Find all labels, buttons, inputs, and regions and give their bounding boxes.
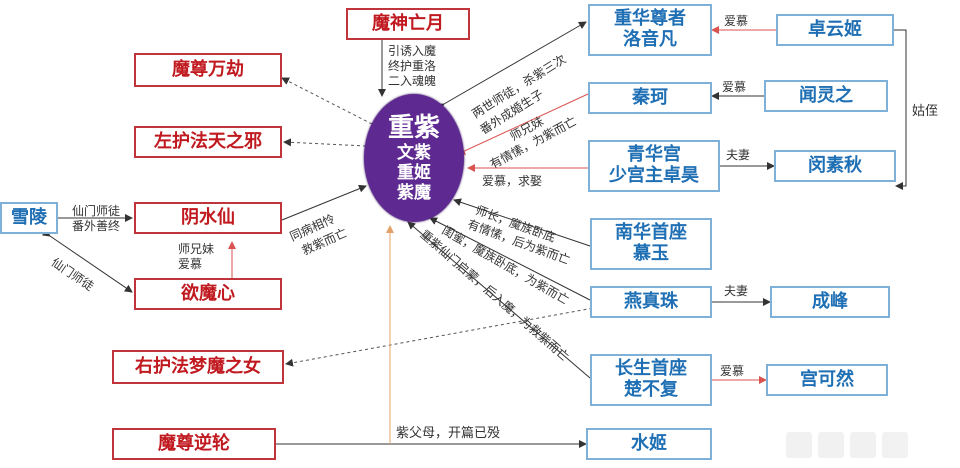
node-qinghua-zhuohao: 青华宫 少宫主卓昊 — [588, 140, 720, 192]
center-alias-2: 重姬 — [397, 163, 431, 183]
label-nilun-shuiji: 紫父母，开篇已殁 — [396, 426, 501, 441]
node-changsheng-chubufu: 长生首座 楚不复 — [590, 354, 712, 406]
label-line: 师兄妹 — [178, 242, 215, 256]
label-xueling-yinshuixian: 仙门师徒 番外善终 — [72, 204, 120, 234]
node-label: 秦珂 — [632, 86, 668, 108]
node-label: 宫可然 — [800, 368, 854, 390]
node-label-line1: 南华首座 — [615, 222, 687, 244]
node-label-line2: 楚不复 — [624, 379, 678, 400]
node-label: 水姬 — [631, 432, 667, 454]
edge-xueling-yumoxin — [41, 228, 133, 293]
edge-yinshuixian-center — [281, 184, 367, 221]
node-label: 燕真珠 — [624, 290, 678, 312]
watermark — [786, 432, 946, 462]
node-xueling: 雪陵 — [0, 202, 58, 234]
edge-nanhua-center — [453, 198, 591, 247]
node-label: 雪陵 — [11, 206, 47, 228]
label-line: 番外善终 — [72, 219, 121, 233]
node-label: 成峰 — [812, 290, 848, 312]
node-label: 右护法梦魔之女 — [135, 355, 261, 377]
edge-changsheng-center — [407, 221, 591, 379]
node-fengsuqiu: 闵素秋 — [774, 150, 896, 182]
node-zhuoyunji: 卓云姬 — [776, 14, 894, 46]
label-moshen-center: 引诱入魔 终护重洛 二入魂魄 — [388, 44, 436, 89]
edge-center-youhufa — [285, 304, 611, 367]
node-gongkeran: 宫可然 — [766, 364, 888, 396]
node-chengfeng: 成峰 — [770, 286, 890, 318]
node-yinshuixian: 阴水仙 — [134, 202, 282, 234]
node-mozun-nilun: 魔尊逆轮 — [112, 428, 276, 460]
label-line: 爱慕 — [178, 257, 203, 271]
node-qinke: 秦珂 — [588, 82, 712, 114]
center-alias-1: 文紫 — [397, 143, 431, 163]
node-moshen-wangyue: 魔神亡月 — [346, 8, 470, 40]
node-label: 魔尊逆轮 — [158, 432, 230, 454]
label-line: 终护重洛 — [388, 59, 437, 73]
watermark-block — [818, 432, 844, 458]
node-label: 欲魔心 — [181, 282, 235, 304]
label-line: 引诱入魔 — [388, 44, 437, 58]
label-yanzhenzhu-chengfeng: 夫妻 — [724, 284, 749, 298]
edge-center-chonghua — [435, 21, 587, 111]
label-guzhi: 姑侄 — [912, 104, 939, 119]
center-alias-3: 紫魔 — [397, 183, 431, 203]
node-label: 闻灵之 — [799, 84, 853, 106]
label-line: 二入魂魄 — [388, 74, 437, 88]
node-chonghua-zunzhe: 重华尊者 洛音凡 — [588, 4, 712, 56]
node-label: 阴水仙 — [181, 206, 235, 228]
label-qinghua-center: 爱慕，求娶 — [482, 174, 543, 188]
node-shuiji: 水姬 — [586, 428, 712, 460]
node-label: 卓云姬 — [808, 18, 862, 40]
node-label-line1: 重华尊者 — [614, 8, 686, 30]
edge-qinke-center — [457, 93, 589, 155]
watermark-block — [882, 432, 908, 458]
node-label: 魔神亡月 — [372, 12, 444, 34]
label-line: 仙门师徒 — [72, 204, 121, 218]
node-label: 闵素秋 — [808, 154, 862, 176]
node-label: 左护法天之邪 — [154, 130, 262, 152]
node-nanhua-muyu: 南华首座 慕玉 — [590, 218, 712, 270]
edge-center-mozun-wanjie — [281, 77, 373, 125]
node-youhufa: 右护法梦魔之女 — [112, 350, 284, 384]
node-wenlingzhi: 闻灵之 — [764, 80, 888, 112]
watermark-block — [786, 432, 812, 458]
node-label-line2: 洛音凡 — [623, 29, 677, 50]
label-yumoxin-yinshuixian: 师兄妹 爱慕 — [178, 242, 214, 272]
node-yanzhenzhu: 燕真珠 — [590, 286, 712, 318]
node-yumoxin: 欲魔心 — [134, 278, 282, 310]
edge-center-zuohufa — [283, 138, 367, 147]
center-title: 重紫 — [387, 113, 440, 143]
node-zuohufa: 左护法天之邪 — [134, 126, 282, 158]
node-label-line1: 长生首座 — [615, 358, 687, 380]
node-label-line2: 少宫主卓昊 — [609, 165, 699, 186]
watermark-block — [850, 432, 876, 458]
edge-guzhi — [894, 29, 907, 190]
node-label: 魔尊万劫 — [172, 58, 244, 80]
edge-yanzhenzhu-center — [429, 217, 591, 301]
node-label-line1: 青华宫 — [627, 144, 681, 166]
label-qinghua-fengsuqiu: 夫妻 — [726, 148, 751, 162]
node-mozun-wanjie: 魔尊万劫 — [134, 53, 282, 87]
center-node-chongzi: 重紫 文紫 重姬 紫魔 — [364, 94, 464, 222]
node-label-line2: 慕玉 — [633, 243, 669, 264]
label-changsheng-gongkeran: 爱慕 — [720, 364, 745, 378]
label-zhuoyunji-chonghua: 爱慕 — [724, 14, 749, 28]
label-wenlingzhi-qinke: 爱慕 — [722, 80, 747, 94]
